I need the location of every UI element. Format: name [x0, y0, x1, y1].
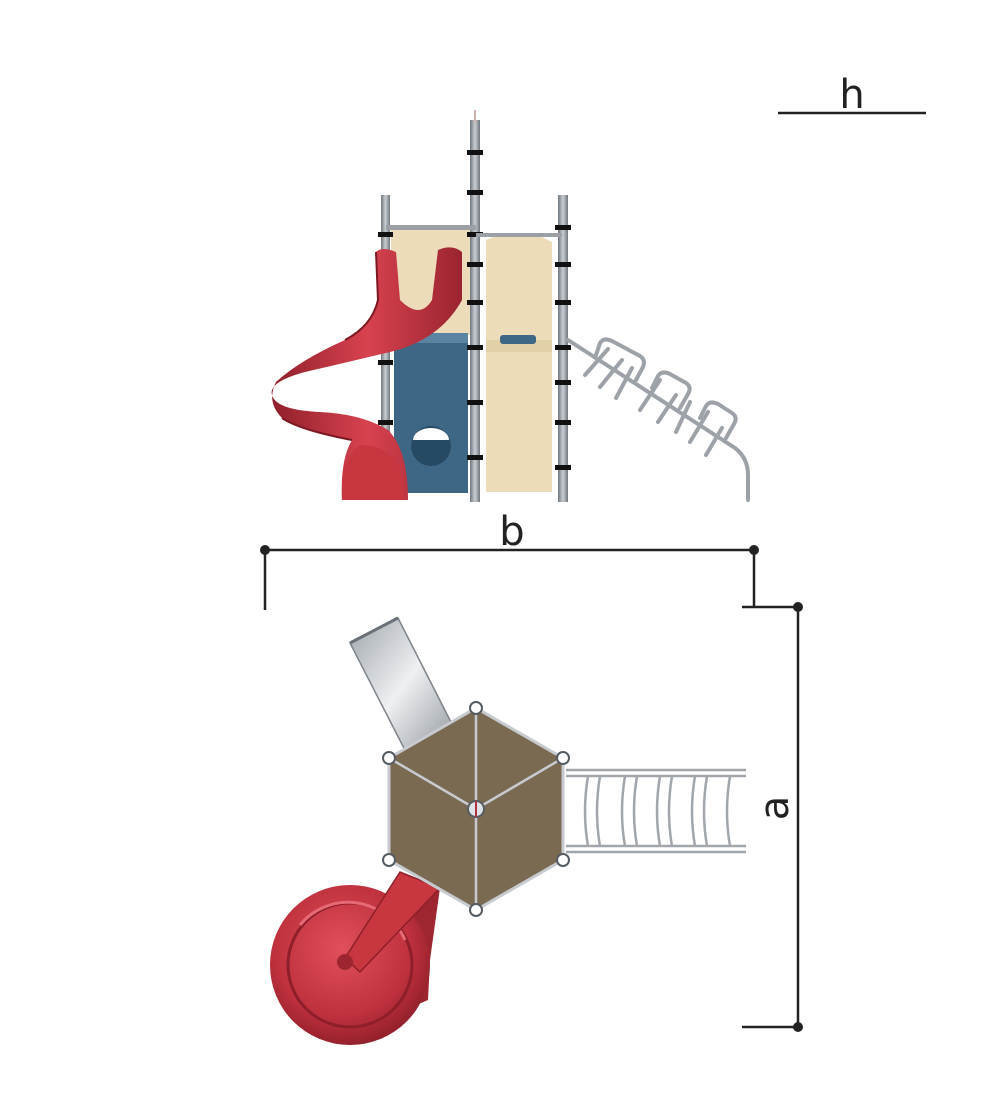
width-label: b	[499, 509, 524, 555]
ladder-side	[566, 337, 750, 502]
height-dimension: h	[778, 72, 926, 118]
playground-tower-top-view-icon	[270, 616, 746, 1045]
width-dimension: b	[260, 509, 759, 610]
ladder-top	[566, 768, 746, 854]
playground-tower-side-view-icon	[271, 110, 750, 502]
beige-panel	[486, 236, 552, 492]
hexagon-deck	[382, 701, 570, 917]
spiral-slide-top	[270, 871, 442, 1045]
length-dimension: a	[742, 602, 803, 1032]
blue-panel	[394, 333, 468, 493]
length-label: a	[752, 796, 798, 821]
spiral-slide-side	[271, 247, 462, 500]
height-label: h	[839, 72, 864, 118]
